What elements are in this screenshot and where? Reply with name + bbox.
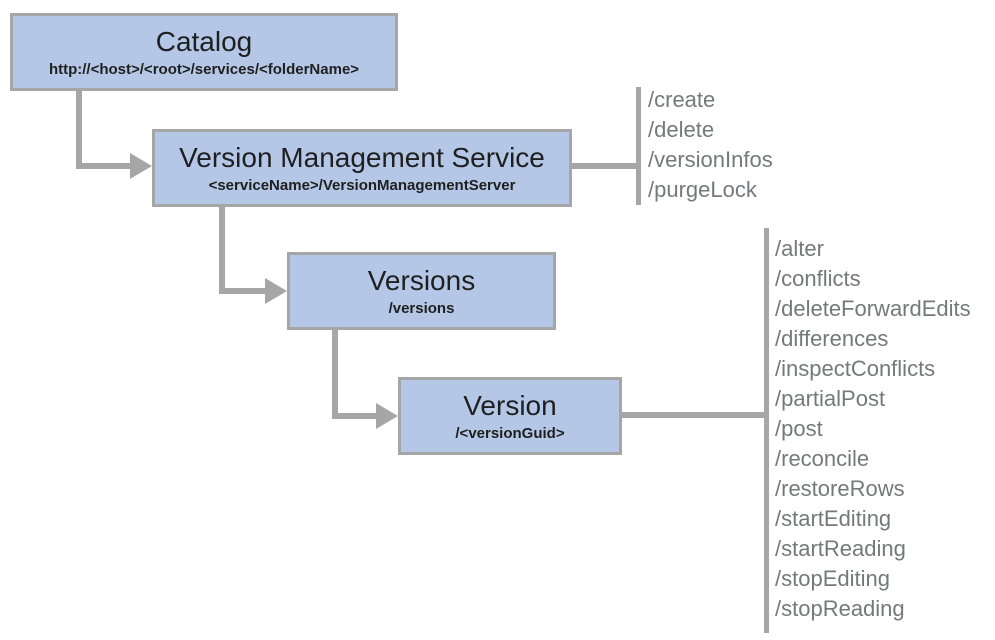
connector-versions-to-version-vertical bbox=[332, 330, 338, 419]
node-versions-url: /versions bbox=[388, 299, 455, 317]
operations-bracket-vms bbox=[636, 87, 641, 205]
operation-item: /stopEditing bbox=[775, 566, 890, 591]
operation-item: /stopReading bbox=[775, 596, 905, 621]
operation-item: /deleteForwardEdits bbox=[775, 296, 971, 321]
operation-item: /post bbox=[775, 416, 823, 441]
operation-item: /startReading bbox=[775, 536, 906, 561]
node-catalog-url: http://<host>/<root>/services/<folderNam… bbox=[48, 60, 360, 78]
operation-item: /reconcile bbox=[775, 446, 870, 471]
operation-item: /versionInfos bbox=[648, 147, 773, 172]
node-version-management-service: Version Management Service <serviceName>… bbox=[152, 129, 572, 207]
operation-item: /purgeLock bbox=[648, 177, 757, 202]
operation-item: /partialPost bbox=[775, 386, 886, 411]
operation-item: /differences bbox=[775, 326, 889, 351]
operation-item: /startEditing bbox=[775, 506, 892, 531]
operation-item: /delete bbox=[648, 117, 715, 142]
node-catalog: Catalog http://<host>/<root>/services/<f… bbox=[10, 13, 398, 91]
connector-catalog-to-vms-horizontal bbox=[76, 163, 132, 169]
node-vms-url: <serviceName>/VersionManagementServer bbox=[208, 176, 516, 194]
arrow-right-icon bbox=[376, 403, 398, 429]
arrow-right-icon bbox=[265, 278, 287, 304]
operation-item: /alter bbox=[775, 236, 824, 261]
node-vms-title: Version Management Service bbox=[179, 141, 545, 173]
operations-list-vms: /create/delete/versionInfos/purgeLock bbox=[648, 85, 773, 205]
arrow-right-icon bbox=[130, 153, 152, 179]
node-catalog-title: Catalog bbox=[155, 25, 253, 57]
connector-versions-to-version-horizontal bbox=[332, 413, 378, 419]
connector-version-to-operations bbox=[622, 412, 766, 418]
node-version-title: Version bbox=[463, 389, 557, 421]
connector-vms-to-versions-horizontal bbox=[219, 288, 267, 294]
node-version: Version /<versionGuid> bbox=[398, 377, 622, 455]
node-version-url: /<versionGuid> bbox=[455, 424, 565, 442]
node-versions-title: Versions bbox=[367, 264, 476, 296]
operations-bracket-version bbox=[764, 228, 769, 633]
connector-vms-to-operations bbox=[572, 163, 638, 169]
connector-catalog-to-vms-vertical bbox=[76, 91, 82, 168]
operation-item: /conflicts bbox=[775, 266, 861, 291]
operation-item: /create bbox=[648, 87, 716, 112]
node-versions: Versions /versions bbox=[287, 252, 556, 330]
operations-list-version: /alter/conflicts/deleteForwardEdits/diff… bbox=[775, 234, 971, 624]
operation-item: /restoreRows bbox=[775, 476, 905, 501]
operation-item: /inspectConflicts bbox=[775, 356, 936, 381]
connector-vms-to-versions-vertical bbox=[219, 207, 225, 294]
